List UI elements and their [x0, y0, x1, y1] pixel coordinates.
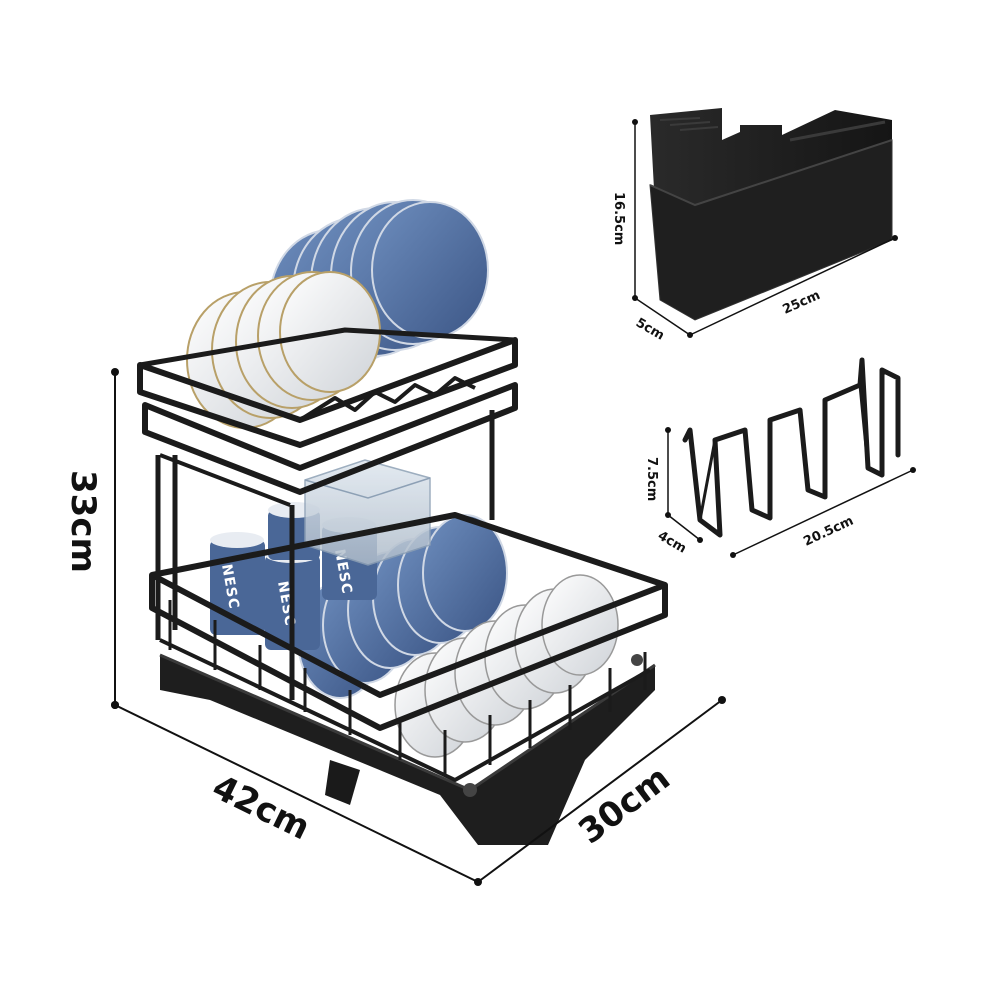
lower-basket-frame	[149, 512, 668, 782]
mug-logo-text: NESC	[218, 563, 242, 611]
glass-food-container	[304, 459, 431, 566]
height-label: 33cm	[63, 470, 103, 573]
holder-width-label: 25cm	[781, 288, 823, 318]
utensil-holder	[649, 108, 893, 321]
upper-white-plates	[186, 271, 381, 429]
foot-pad	[631, 654, 643, 666]
dish-rack: NESC NESC NESC	[137, 199, 668, 845]
drain-spout	[325, 760, 360, 805]
foot-pad	[463, 783, 477, 797]
hanger-height-label: 7.5cm	[644, 457, 659, 501]
upper-basket-frame	[137, 327, 518, 507]
hanger-depth-label: 4cm	[655, 528, 689, 556]
mug-logo-text: NESC	[331, 548, 355, 596]
width-label: 42cm	[206, 767, 316, 848]
drip-tray	[159, 653, 656, 845]
holder-height-label: 16.5cm	[611, 192, 626, 245]
holder-depth-label: 5cm	[633, 315, 667, 343]
rack-posts	[155, 410, 495, 700]
height-dimension: 33cm	[63, 368, 119, 709]
cup-hanger-dimensions: 7.5cm 4cm 20.5cm	[644, 427, 916, 558]
cup-hanger	[682, 357, 901, 538]
